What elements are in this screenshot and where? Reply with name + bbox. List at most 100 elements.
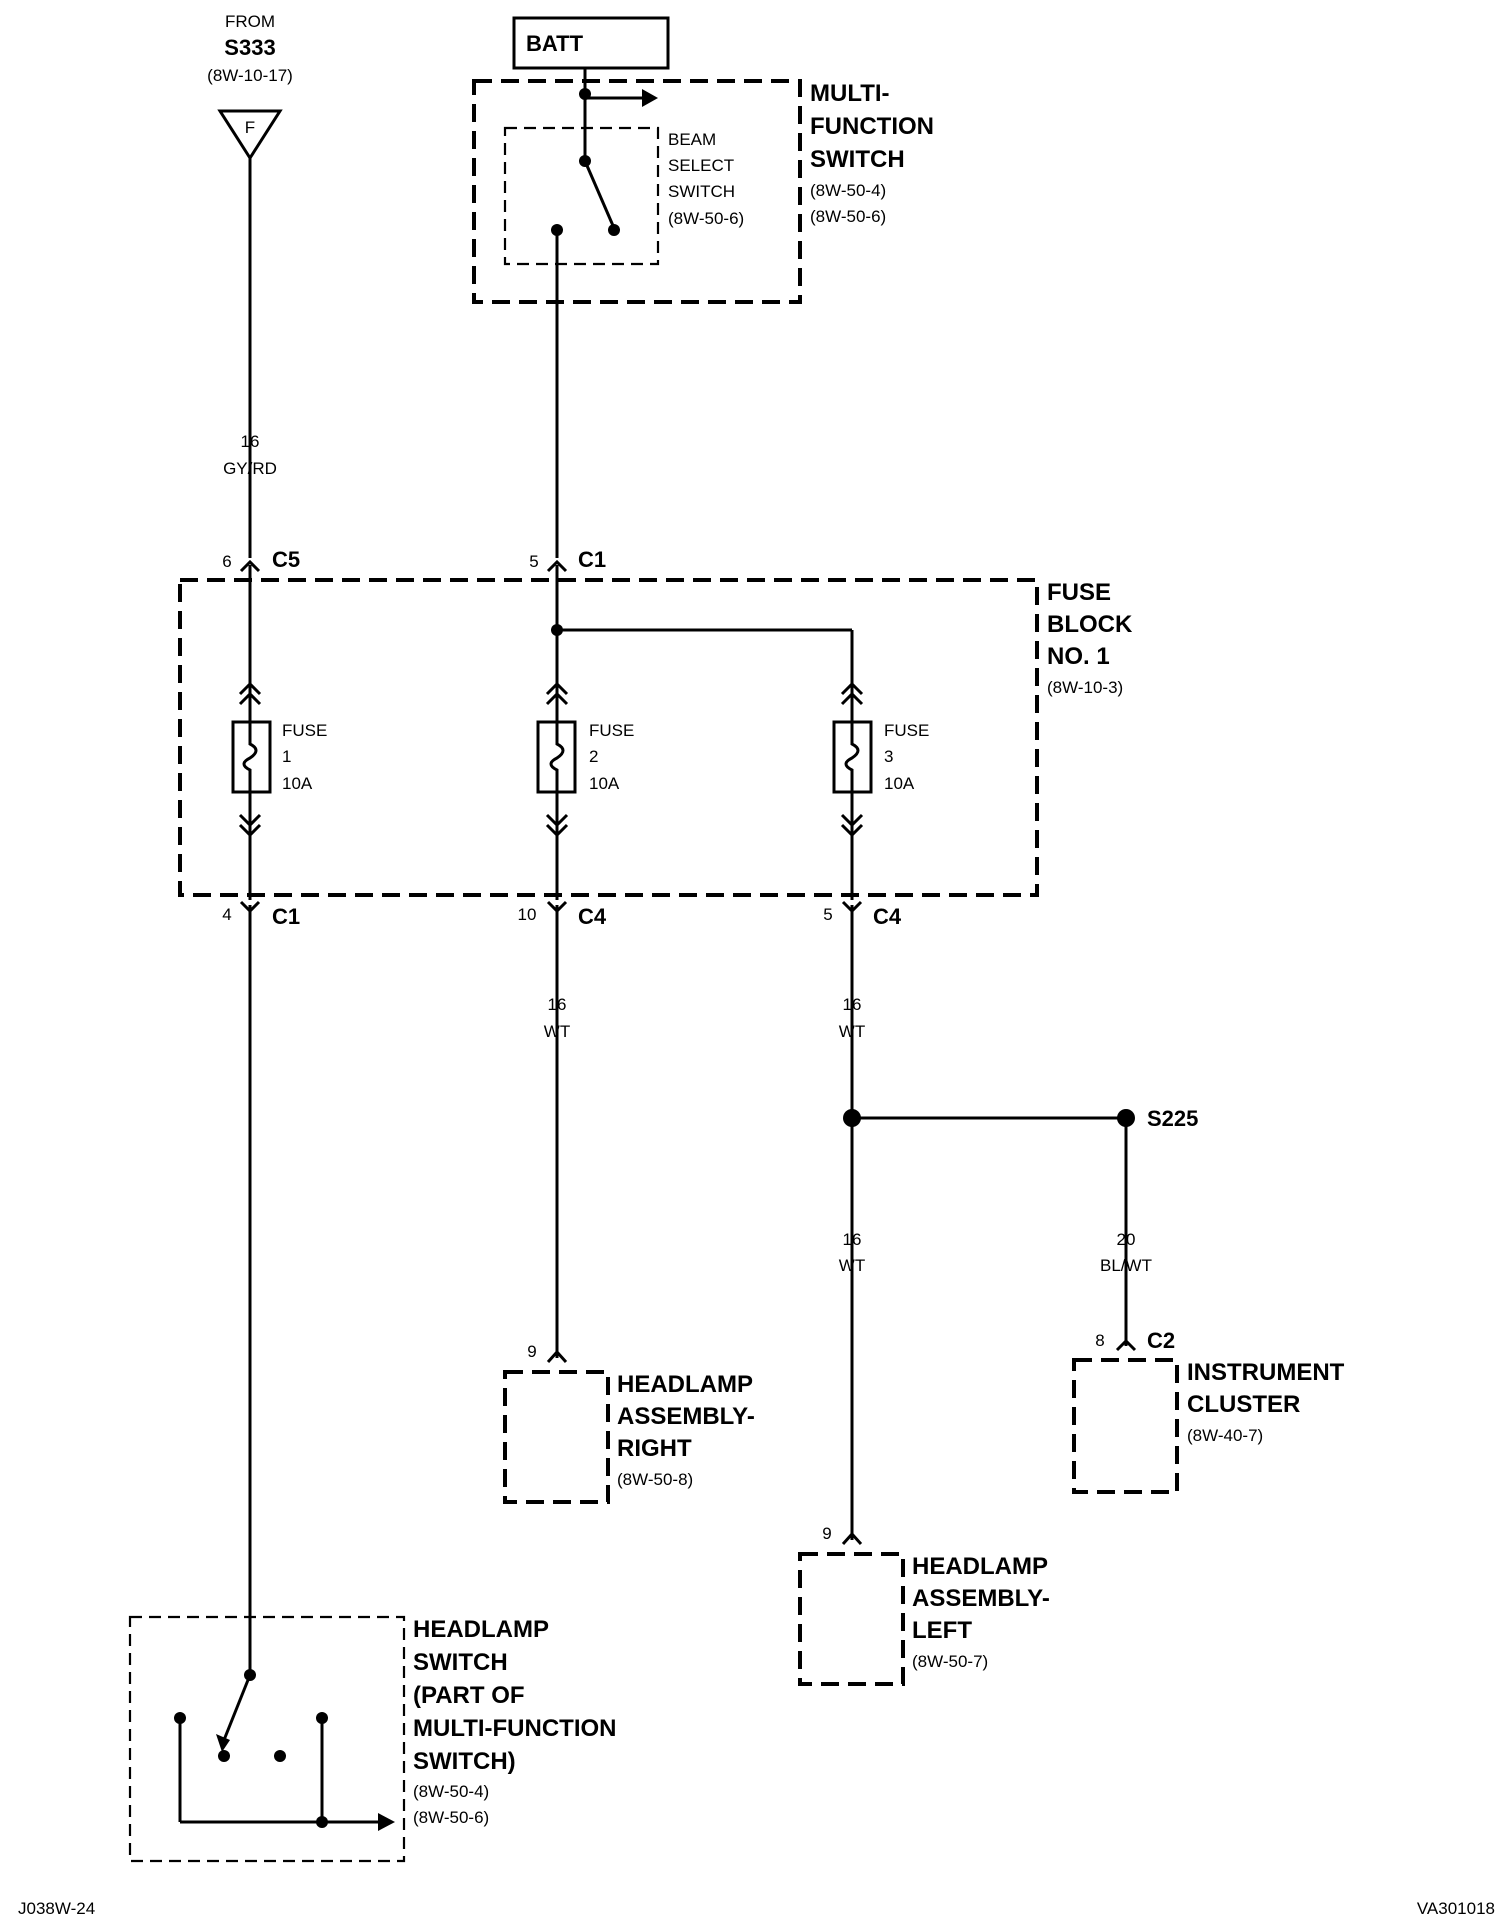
splice-s225-label: S225 bbox=[1147, 1106, 1198, 1131]
svg-text:SELECT: SELECT bbox=[668, 156, 734, 175]
svg-text:CLUSTER: CLUSTER bbox=[1187, 1391, 1300, 1418]
wire-fuse2-color: WT bbox=[544, 1022, 570, 1041]
batt-label: BATT bbox=[526, 31, 584, 56]
footer-right-code: VA301018 bbox=[1417, 1899, 1495, 1918]
from-label: FROM bbox=[225, 12, 275, 31]
svg-text:SWITCH: SWITCH bbox=[810, 146, 905, 173]
svg-text:(8W-50-6): (8W-50-6) bbox=[668, 209, 744, 228]
multi-function-switch-title: MULTI- FUNCTION SWITCH (8W-50-4) (8W-50-… bbox=[810, 80, 934, 226]
svg-text:SWITCH: SWITCH bbox=[668, 182, 735, 201]
headlamp-left-box bbox=[798, 1552, 905, 1686]
svg-text:C2: C2 bbox=[1147, 1328, 1175, 1353]
svg-text:FUSE: FUSE bbox=[589, 721, 634, 740]
svg-text:FUSE: FUSE bbox=[884, 721, 929, 740]
beam-select-switch-contacts bbox=[551, 68, 658, 236]
svg-text:BLOCK: BLOCK bbox=[1047, 611, 1133, 638]
svg-text:HEADLAMP: HEADLAMP bbox=[413, 1616, 549, 1643]
svg-text:RIGHT: RIGHT bbox=[617, 1435, 692, 1462]
svg-text:NO. 1: NO. 1 bbox=[1047, 643, 1110, 670]
headlamp-switch-label: HEADLAMP SWITCH (PART OF MULTI-FUNCTION … bbox=[413, 1616, 617, 1827]
svg-text:MULTI-: MULTI- bbox=[810, 80, 890, 107]
svg-text:(8W-40-7): (8W-40-7) bbox=[1187, 1426, 1263, 1445]
instrument-cluster-box bbox=[1072, 1358, 1179, 1494]
svg-text:C1: C1 bbox=[272, 904, 300, 929]
svg-text:HEADLAMP: HEADLAMP bbox=[912, 1553, 1048, 1580]
from-ref: (8W-10-17) bbox=[207, 66, 293, 85]
svg-text:5: 5 bbox=[823, 905, 832, 924]
connector-c1-bottom: 4 C1 bbox=[222, 900, 300, 929]
wire-cluster-gauge: 20 bbox=[1117, 1230, 1136, 1249]
batt-box bbox=[512, 16, 670, 70]
wire-gyrd-color: GY/RD bbox=[223, 459, 277, 478]
svg-text:FUSE: FUSE bbox=[282, 721, 327, 740]
svg-text:SWITCH): SWITCH) bbox=[413, 1748, 516, 1775]
headlamp-right-box bbox=[503, 1370, 610, 1504]
svg-text:C1: C1 bbox=[578, 547, 606, 572]
connector-c5-top: 6 C5 bbox=[222, 547, 300, 573]
offpage-connector-triangle bbox=[217, 109, 283, 161]
svg-text:C4: C4 bbox=[873, 904, 902, 929]
connector-c4-bottom-a: 10 C4 bbox=[518, 900, 607, 929]
headlamp-left-connector: 9 bbox=[822, 1524, 863, 1546]
wire-gyrd-gauge: 16 bbox=[241, 432, 260, 451]
svg-text:(8W-50-4): (8W-50-4) bbox=[810, 181, 886, 200]
svg-text:HEADLAMP: HEADLAMP bbox=[617, 1371, 753, 1398]
from-s333-source: FROM S333 (8W-10-17) F bbox=[207, 12, 293, 161]
svg-text:5: 5 bbox=[529, 552, 538, 571]
svg-text:10: 10 bbox=[518, 905, 537, 924]
wire-cluster-color: BL/WT bbox=[1100, 1256, 1152, 1275]
svg-text:BEAM: BEAM bbox=[668, 130, 716, 149]
svg-text:10A: 10A bbox=[589, 774, 620, 793]
svg-text:FUNCTION: FUNCTION bbox=[810, 113, 934, 140]
svg-text:1: 1 bbox=[282, 747, 291, 766]
svg-text:(8W-50-4): (8W-50-4) bbox=[413, 1782, 489, 1801]
svg-text:9: 9 bbox=[822, 1524, 831, 1543]
fuse-1: FUSE 1 10A bbox=[231, 681, 327, 838]
svg-text:FUSE: FUSE bbox=[1047, 579, 1111, 606]
svg-text:10A: 10A bbox=[282, 774, 313, 793]
svg-text:C5: C5 bbox=[272, 547, 300, 572]
svg-text:(8W-50-8): (8W-50-8) bbox=[617, 1470, 693, 1489]
fuse-feed-junction bbox=[551, 624, 563, 636]
fuse-2: FUSE 2 10A bbox=[536, 681, 634, 838]
svg-text:MULTI-FUNCTION: MULTI-FUNCTION bbox=[413, 1715, 617, 1742]
svg-text:9: 9 bbox=[527, 1342, 536, 1361]
svg-text:(8W-50-6): (8W-50-6) bbox=[810, 207, 886, 226]
svg-text:(8W-50-7): (8W-50-7) bbox=[912, 1652, 988, 1671]
wire-left-lamp-gauge: 16 bbox=[843, 1230, 862, 1249]
svg-text:LEFT: LEFT bbox=[912, 1617, 972, 1644]
from-splice-label: S333 bbox=[224, 35, 275, 60]
fuse-block-title: FUSE BLOCK NO. 1 (8W-10-3) bbox=[1047, 579, 1133, 697]
svg-text:2: 2 bbox=[589, 747, 598, 766]
svg-text:INSTRUMENT: INSTRUMENT bbox=[1187, 1359, 1345, 1386]
fuse-3: FUSE 3 10A bbox=[832, 681, 929, 838]
headlamp-right-label: HEADLAMP ASSEMBLY- RIGHT (8W-50-8) bbox=[617, 1371, 755, 1489]
wire-fuse3-gauge: 16 bbox=[843, 995, 862, 1014]
wire-left-lamp-color: WT bbox=[839, 1256, 865, 1275]
instrument-cluster-label: INSTRUMENT CLUSTER (8W-40-7) bbox=[1187, 1359, 1345, 1445]
headlamp-switch-box bbox=[128, 1615, 406, 1863]
headlamp-right-connector: 9 bbox=[527, 1342, 568, 1364]
svg-text:(8W-50-6): (8W-50-6) bbox=[413, 1808, 489, 1827]
svg-text:(PART OF: (PART OF bbox=[413, 1682, 525, 1709]
connector-c1-top: 5 C1 bbox=[529, 547, 606, 573]
multi-function-switch-box bbox=[472, 79, 802, 304]
svg-text:(8W-10-3): (8W-10-3) bbox=[1047, 678, 1123, 697]
svg-text:ASSEMBLY-: ASSEMBLY- bbox=[912, 1585, 1050, 1612]
svg-text:3: 3 bbox=[884, 747, 893, 766]
headlamp-left-label: HEADLAMP ASSEMBLY- LEFT (8W-50-7) bbox=[912, 1553, 1050, 1671]
svg-text:C4: C4 bbox=[578, 904, 607, 929]
offpage-connector-letter: F bbox=[245, 118, 255, 137]
headlamp-switch-contacts bbox=[174, 1669, 395, 1831]
wire-fuse3-color: WT bbox=[839, 1022, 865, 1041]
svg-text:6: 6 bbox=[222, 552, 231, 571]
beam-select-switch-label: BEAM SELECT SWITCH (8W-50-6) bbox=[668, 130, 744, 228]
svg-text:4: 4 bbox=[222, 905, 231, 924]
svg-text:10A: 10A bbox=[884, 774, 915, 793]
svg-text:ASSEMBLY-: ASSEMBLY- bbox=[617, 1403, 755, 1430]
footer-left-code: J038W-24 bbox=[18, 1899, 95, 1918]
instrument-cluster-connector: 8 C2 bbox=[1095, 1328, 1175, 1353]
beam-select-switch-box bbox=[503, 126, 660, 266]
svg-text:8: 8 bbox=[1095, 1331, 1104, 1350]
